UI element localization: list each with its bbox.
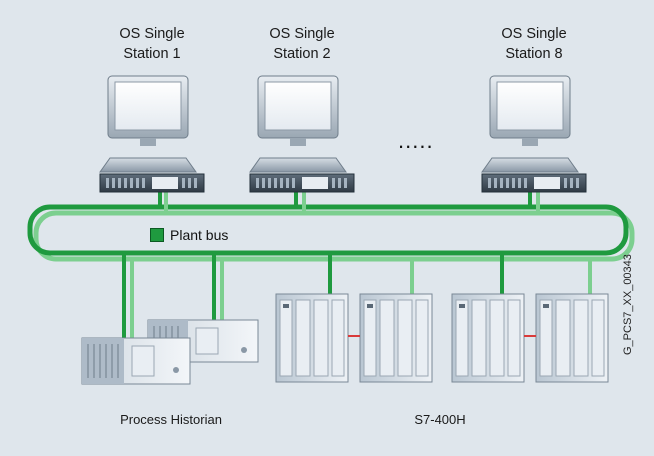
station-title-1-line1: OS Single bbox=[119, 26, 185, 42]
station-title-2-line1: OS Single bbox=[269, 26, 335, 42]
os-workstation-1 bbox=[99, 75, 205, 193]
os-workstation-8 bbox=[481, 75, 587, 193]
device-bus-links bbox=[122, 253, 592, 340]
station-bus-links bbox=[158, 190, 540, 214]
station-title-2: OS Single Station 2 bbox=[242, 24, 362, 64]
process-historian-label: Process Historian bbox=[120, 412, 222, 427]
s7-400h-controllers bbox=[275, 293, 609, 383]
more-stations-ellipsis: ..... bbox=[398, 128, 434, 153]
station-title-1: OS Single Station 1 bbox=[92, 24, 212, 64]
figure-id-label: G_PCS7_XX_00343 bbox=[622, 254, 634, 355]
plant-bus-ring bbox=[27, 204, 635, 262]
plant-bus-label: Plant bus bbox=[170, 227, 229, 243]
station-title-8-line1: OS Single bbox=[501, 26, 567, 42]
s7-400h-label: S7-400H bbox=[414, 412, 466, 427]
plant-bus-swatch bbox=[150, 228, 164, 242]
plant-bus-legend: Plant bus bbox=[150, 226, 228, 244]
station-title-8: OS Single Station 8 bbox=[474, 24, 594, 64]
station-title-8-line2: Station 8 bbox=[505, 46, 563, 62]
os-workstation-2 bbox=[249, 75, 355, 193]
station-title-1-line2: Station 1 bbox=[123, 46, 181, 62]
process-historian-servers bbox=[81, 319, 259, 385]
station-title-2-line2: Station 2 bbox=[273, 46, 331, 62]
